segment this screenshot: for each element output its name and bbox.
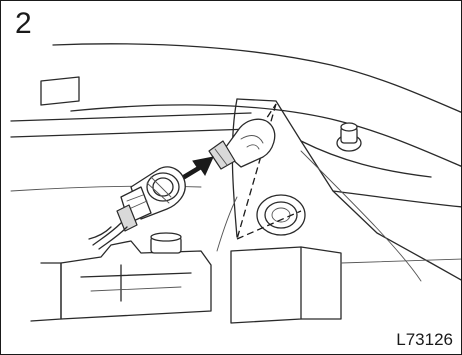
fender-outline [11, 77, 251, 191]
step-number: 2 [15, 9, 32, 39]
bulb-icon [209, 119, 275, 169]
engine-bay-components [31, 197, 462, 323]
figure-code: L73126 [396, 331, 453, 348]
socket-hole [257, 195, 305, 235]
